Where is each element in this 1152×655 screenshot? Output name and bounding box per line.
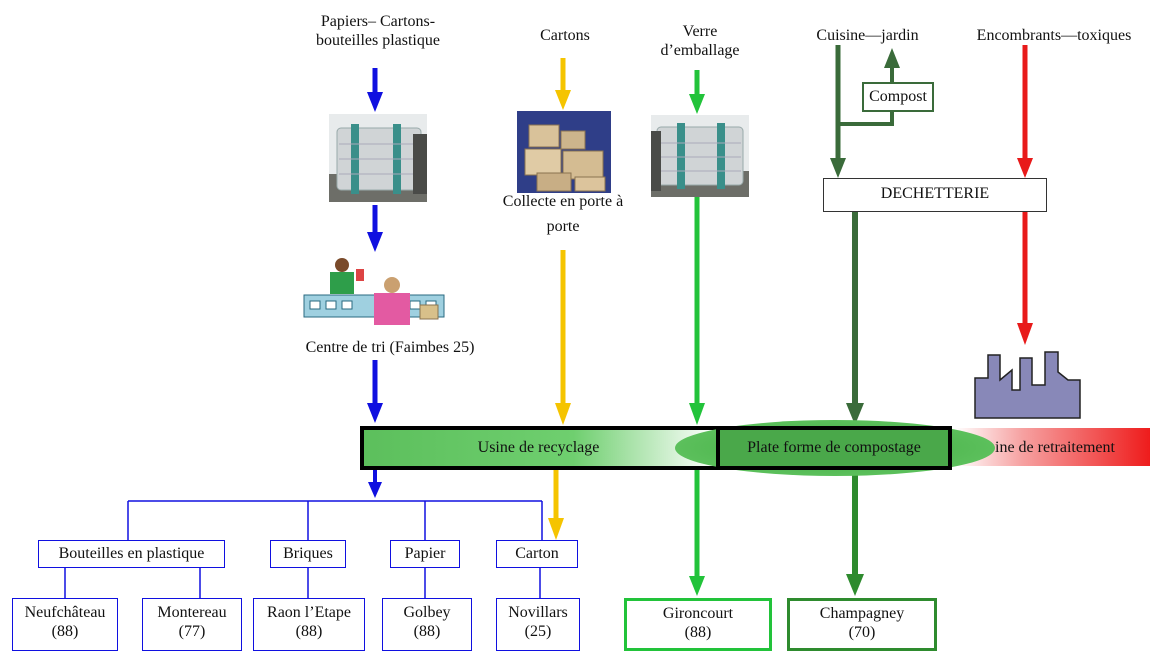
centre-tri-label: Centre de tri (Faimbes 25) — [305, 339, 475, 356]
collecte-label: Collecte en porte à porte — [478, 192, 648, 236]
compost-bar-label: Plate forme de compostage — [747, 439, 921, 456]
decheterie-box: DECHETTERIE — [823, 178, 1047, 212]
destination-code: (88) — [684, 624, 712, 641]
source-verre-line2: d’emballage — [660, 42, 740, 59]
collecte-label-line1: Collecte en porte à — [502, 193, 624, 210]
category-carton: Carton — [496, 540, 578, 568]
collection-container-image — [329, 114, 427, 202]
source-verre: Verre d’emballage — [645, 22, 755, 60]
recycling-bar — [360, 426, 717, 470]
green-arrows — [689, 70, 705, 596]
source-papiers: Papiers– Cartons- bouteilles plastique — [298, 12, 458, 50]
source-cartons: Cartons — [540, 27, 590, 44]
source-papiers-line1: Papiers– Cartons- — [320, 13, 436, 30]
blue-arrows — [367, 68, 383, 498]
recycling-bar-label: Usine de recyclage — [477, 439, 600, 456]
destination-name: Raon l’Etape — [267, 604, 351, 621]
destination-name: Golbey — [403, 604, 451, 621]
retreatment-bar-label: ine de retraitement — [995, 439, 1115, 456]
source-encombrants: Encombrants—toxiques — [976, 27, 1132, 44]
category-papier: Papier — [390, 540, 460, 568]
destination-name: Montereau — [157, 604, 227, 621]
source-verre-line1: Verre — [682, 23, 718, 40]
source-papiers-line2: bouteilles plastique — [316, 32, 440, 49]
destination-raon: Raon l’Etape (88) — [253, 598, 365, 651]
category-briques: Briques — [270, 540, 346, 568]
destination-code: (25) — [524, 623, 552, 640]
destination-code: (88) — [295, 623, 323, 640]
destination-champagney: Champagney (70) — [787, 598, 937, 651]
destination-gironcourt: Gironcourt (88) — [624, 598, 772, 651]
source-cuisine: Cuisine—jardin — [816, 27, 919, 44]
category-bouteilles: Bouteilles en plastique — [38, 540, 225, 568]
category-tree — [64, 500, 543, 598]
destination-code: (88) — [51, 623, 79, 640]
destination-code: (70) — [848, 624, 876, 641]
destination-code: (77) — [178, 623, 206, 640]
collecte-label-line2: porte — [546, 218, 580, 235]
destination-code: (88) — [413, 623, 441, 640]
destination-novillars: Novillars (25) — [496, 598, 580, 651]
cardboard-boxes-image — [517, 111, 611, 193]
compost-box: Compost — [862, 82, 934, 112]
compost-bar — [716, 426, 952, 470]
destination-neufchateau: Neufchâteau (88) — [12, 598, 118, 651]
destination-name: Novillars — [508, 604, 568, 621]
factory-icon — [974, 351, 1081, 419]
glass-container-image — [651, 115, 749, 197]
destination-name: Champagney — [819, 605, 905, 622]
yellow-arrows — [548, 58, 571, 540]
destination-golbey: Golbey (88) — [382, 598, 472, 651]
sorting-workers-image — [300, 255, 448, 335]
red-arrows — [1017, 45, 1033, 345]
destination-name: Gironcourt — [662, 605, 734, 622]
champagney-arrow — [846, 468, 864, 596]
destination-montereau: Montereau (77) — [142, 598, 242, 651]
destination-name: Neufchâteau — [24, 604, 106, 621]
